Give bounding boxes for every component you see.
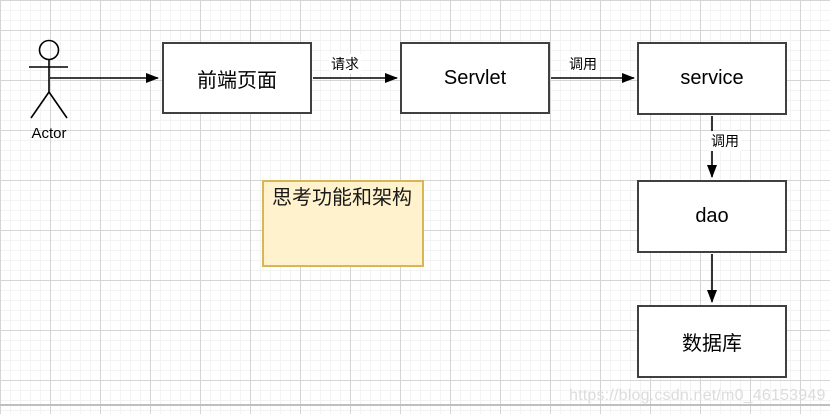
note-box: 思考功能和架构 (262, 180, 424, 267)
canvas-top-border (0, 0, 830, 1)
actor-left-leg (30, 91, 50, 119)
edge-label-request: 请求 (329, 54, 361, 74)
node-frontend-label: 前端页面 (197, 69, 277, 92)
canvas-bottom-border (0, 404, 830, 406)
node-servlet-label: Servlet (443, 66, 507, 89)
node-dao-label: dao (695, 205, 729, 227)
node-database-label: 数据库 (682, 333, 742, 355)
actor-right-leg (48, 91, 68, 119)
watermark-text: https://blog.csdn.net/m0_46153949 (569, 387, 826, 404)
actor-icon (29, 39, 68, 119)
actor-head (38, 39, 60, 61)
node-frontend: 前端页面 (162, 42, 312, 114)
edge-label-call-1: 调用 (567, 54, 599, 74)
node-service-label: service (680, 67, 744, 89)
edge-label-call-2: 调用 (709, 131, 741, 151)
node-dao: dao (637, 180, 787, 253)
node-service: service (637, 42, 787, 115)
node-database: 数据库 (637, 305, 787, 378)
node-servlet: Servlet (400, 42, 550, 114)
note-text: 思考功能和架构 (272, 187, 412, 209)
actor-label: Actor (31, 125, 67, 142)
